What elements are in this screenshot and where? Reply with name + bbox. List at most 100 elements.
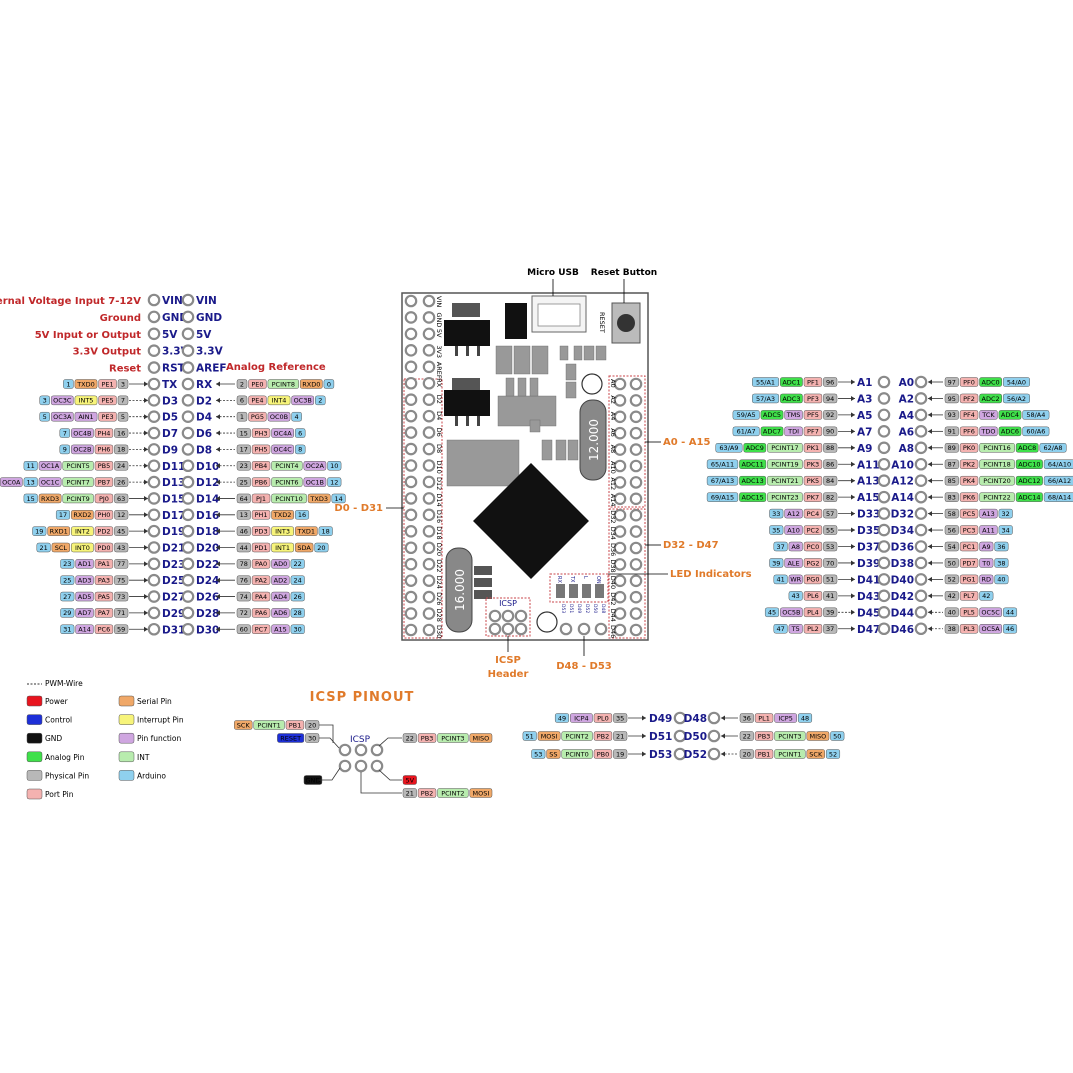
svg-text:PF0: PF0 [963,378,975,386]
chip-physical: 15 [236,428,251,438]
chip-function: ICP5 [774,713,797,723]
wire-arrow [144,397,148,403]
pin-d51-circle [673,729,687,743]
crystal-16-label: 16.000 [453,569,467,611]
svg-text:71: 71 [117,609,125,617]
chip-serial: TXD3 [307,493,331,504]
chip-physical: 52 [944,574,959,585]
silk-label: D42 [609,592,617,605]
svg-text:A9: A9 [982,543,991,551]
svg-text:95: 95 [948,395,956,403]
label-a0-a15: A0 - A15 [663,437,711,448]
legend-swatch [26,788,43,800]
pin-a11-circle [877,457,891,471]
chip-port: PK5 [803,475,823,486]
chip-arduino: 12 [327,477,342,487]
chip-serial: RXD1 [47,526,71,536]
pin-label: A1 [857,377,872,389]
chip-int: PCINT22 [979,492,1015,502]
svg-text:20: 20 [317,544,325,552]
pin-label: D35 [857,525,880,537]
chip-physical: 7 [117,395,129,406]
pin-d52-circle [707,747,721,761]
svg-text:PCINT17: PCINT17 [771,444,798,452]
svg-text:PCINT3: PCINT3 [441,734,464,742]
svg-text:23: 23 [240,462,248,470]
chip-physical: 77 [114,559,129,569]
chip-int: PCINT6 [271,477,303,487]
legend-swatch [26,714,43,725]
svg-text:9: 9 [63,446,67,454]
svg-text:61/A7: 61/A7 [737,428,756,436]
svg-text:PC0: PC0 [807,543,820,551]
wire-arrow [216,381,220,387]
chip-physical: 89 [944,443,959,453]
chip-function: OC5C [979,607,1002,618]
smd-component [531,345,549,375]
svg-text:PB6: PB6 [255,478,268,486]
chip-function: OC1B [303,477,327,487]
svg-text:ADC5: ADC5 [763,411,781,419]
svg-text:OC2A: OC2A [306,462,325,470]
wire-arrow [144,430,148,436]
pin-label: D28 [196,608,219,620]
chip-physical: 2 [236,379,248,389]
svg-text:PD0: PD0 [97,544,110,552]
pin-label: D53 [649,749,672,761]
pin-label: D6 [196,428,212,440]
svg-text:13: 13 [27,478,35,486]
wire-arrow [216,479,220,485]
pin-label: A4 [899,410,914,422]
svg-text:73: 73 [117,593,125,601]
pin-label: D30 [196,624,219,636]
svg-text:PH0: PH0 [97,511,110,519]
pin-d9-circle [147,443,161,456]
svg-text:OC2B: OC2B [73,446,91,454]
led-label: ON [595,576,601,584]
wire-arrow [851,494,855,500]
chip-analog: ADC6 [998,426,1022,437]
board-pad [613,574,627,588]
crystal-12-label: 12.000 [587,419,601,461]
pin-label: D33 [857,509,880,521]
svg-text:ADC12: ADC12 [1018,477,1040,485]
pin-label: 5V [196,329,212,341]
chip-arduino: 14 [331,493,346,504]
svg-text:ADC11: ADC11 [742,461,764,469]
silk-reset: RESET [598,312,606,333]
board-pad [629,410,643,424]
silk-label: D26 [435,592,443,605]
svg-text:12: 12 [330,478,338,486]
svg-text:31: 31 [63,626,71,634]
chip-physical: 76 [236,575,251,585]
svg-text:PC3: PC3 [963,526,976,534]
pin-label: D45 [857,607,880,619]
crystal-16mhz [445,547,473,633]
board-pad [404,409,418,423]
pin-d53-circle [673,747,687,761]
chip-physical: 54 [944,541,959,552]
pin-label: D20 [196,543,219,555]
pin-label: D49 [649,713,672,725]
svg-text:28: 28 [294,609,302,617]
chip-int: PCINT3 [437,733,469,743]
pin-aref-circle [181,361,195,374]
svg-text:55: 55 [826,526,834,534]
chip-int: PCINT2 [437,788,469,798]
chip-arduino: 37 [773,541,788,552]
pin-label: D4 [196,412,212,424]
pin-label: D38 [891,558,914,570]
svg-text:PG1: PG1 [963,576,976,584]
pin-d11-circle [147,459,161,473]
chip-arduino: 58/A4 [1022,410,1050,420]
chip-physical: 87 [944,459,959,469]
pin-d23-circle [147,557,161,571]
chip-function: T0 [979,558,994,568]
wire-arrow [216,430,220,436]
